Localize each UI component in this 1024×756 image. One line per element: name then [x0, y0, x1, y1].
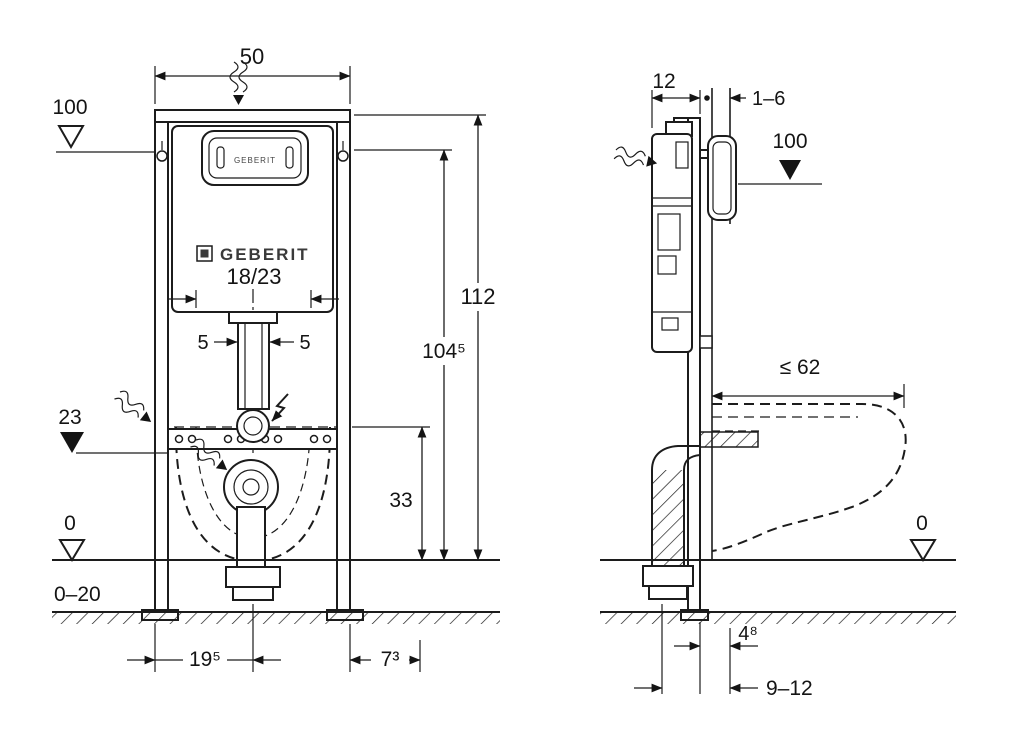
dim-outlet-to-wall-4-8: 4⁸ — [674, 622, 758, 694]
dim-outlet-range-9-12: 9–12 — [634, 604, 813, 700]
dim-33-label: 33 — [389, 489, 412, 512]
level-23-label: 23 — [58, 406, 81, 429]
brand-text: GEBERIT — [220, 245, 310, 264]
level-marker-23: 23 — [58, 406, 168, 454]
floor-lines-front — [52, 559, 500, 624]
drain-pipe-front — [225, 506, 281, 601]
floor-hatch — [52, 612, 500, 624]
dim-62-label: ≤ 62 — [780, 356, 821, 379]
offset-5-left-label: 5 — [197, 332, 208, 354]
dim-7-3-label: 7³ — [381, 648, 400, 671]
dim-112-label: 112 — [460, 284, 495, 309]
pan-connector — [699, 431, 759, 448]
reference-dot — [704, 95, 710, 101]
dim-outlet-offset-19-5: 19⁵ — [127, 604, 281, 672]
wc-pan-outline-side — [711, 403, 907, 552]
flush-button-left — [216, 146, 225, 169]
flush-button-right — [285, 146, 294, 169]
floor-hatch-side — [600, 612, 956, 624]
dim-9-12-label: 9–12 — [766, 677, 813, 700]
dim-edge-offset-7-3: 7³ — [349, 624, 421, 672]
outlet-socket — [223, 459, 279, 515]
dim-offset-5-left: 5 — [197, 332, 238, 354]
flush-bend — [236, 409, 270, 443]
geberit-logo-inner — [200, 249, 209, 258]
level-marker-100-side: 100 — [738, 130, 822, 185]
floor-range-label: 0–20 — [54, 583, 101, 606]
level-marker-100-front: 100 — [52, 96, 154, 153]
dim-wall-finish-1-6: 1–6 — [729, 88, 785, 110]
plate-brand-label: GEBERIT — [234, 156, 276, 165]
dim-19-5-label: 19⁵ — [189, 648, 221, 671]
dim-12-label: 12 — [652, 70, 675, 93]
elbow-hatch — [652, 470, 684, 566]
level-0-label: 0 — [64, 512, 76, 535]
supply-squiggle-left-icon — [111, 388, 157, 430]
dim-outlet-height-33: 33 — [352, 426, 430, 561]
side-view: 12 1–6 — [600, 70, 956, 700]
mid-bracket — [699, 335, 713, 349]
flush-pipe — [228, 311, 278, 410]
dim-height-112: 112 — [354, 114, 501, 561]
level-marker-0-side: 0 — [909, 512, 937, 562]
front-view: 50 100 — [52, 44, 501, 672]
offset-5-right-label: 5 — [299, 332, 310, 354]
dim-4-8-label: 4⁸ — [738, 623, 758, 645]
dim-offset-5-right: 5 — [269, 332, 311, 354]
dim-pan-depth-62: ≤ 62 — [711, 356, 905, 408]
dim-width-50-label: 50 — [240, 44, 264, 69]
flush-plate: GEBERIT — [201, 130, 309, 186]
wall-anchor-icon-left — [156, 141, 168, 162]
dim-flush-pipe-18-23: 18/23 — [168, 264, 339, 308]
cistern-profile — [651, 121, 693, 353]
drain-elbow — [642, 445, 701, 600]
dim-frame-depth-12: 12 — [651, 70, 710, 128]
flush-pipe-label: 18/23 — [226, 264, 281, 289]
wall-anchor-icon-right — [337, 141, 349, 162]
dim-width-50: 50 — [154, 44, 351, 104]
level-100-side-label: 100 — [772, 130, 807, 153]
connection-pointer-icon — [271, 393, 289, 422]
level-100-label: 100 — [52, 96, 87, 119]
floor-lines-side — [600, 559, 956, 624]
dim-104-5-label: 104⁵ — [422, 340, 466, 363]
actuator-plate-side — [707, 135, 737, 221]
brand-label: GEBERIT — [196, 245, 310, 264]
level-marker-0-front: 0 — [58, 512, 86, 562]
dim-1-6-label: 1–6 — [752, 88, 785, 110]
dim-height-104-5: 104⁵ — [354, 149, 469, 561]
level-0-side-label: 0 — [916, 512, 928, 535]
